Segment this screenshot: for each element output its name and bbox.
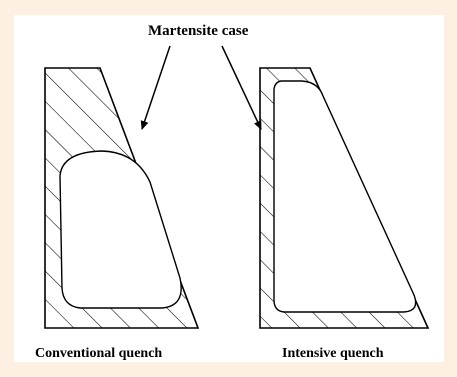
martensite-case-label: Martensite case (148, 23, 249, 39)
intensive-quench-caption: Intensive quench (282, 346, 384, 361)
right-callout-arrow (221, 45, 262, 130)
conventional-core (59, 150, 182, 309)
conventional-quench-caption: Conventional quench (35, 346, 163, 361)
conventional-quench-part (44, 67, 200, 329)
left-callout-arrow (140, 45, 171, 130)
intensive-quench-part (259, 67, 430, 329)
intensive-core (273, 80, 417, 313)
